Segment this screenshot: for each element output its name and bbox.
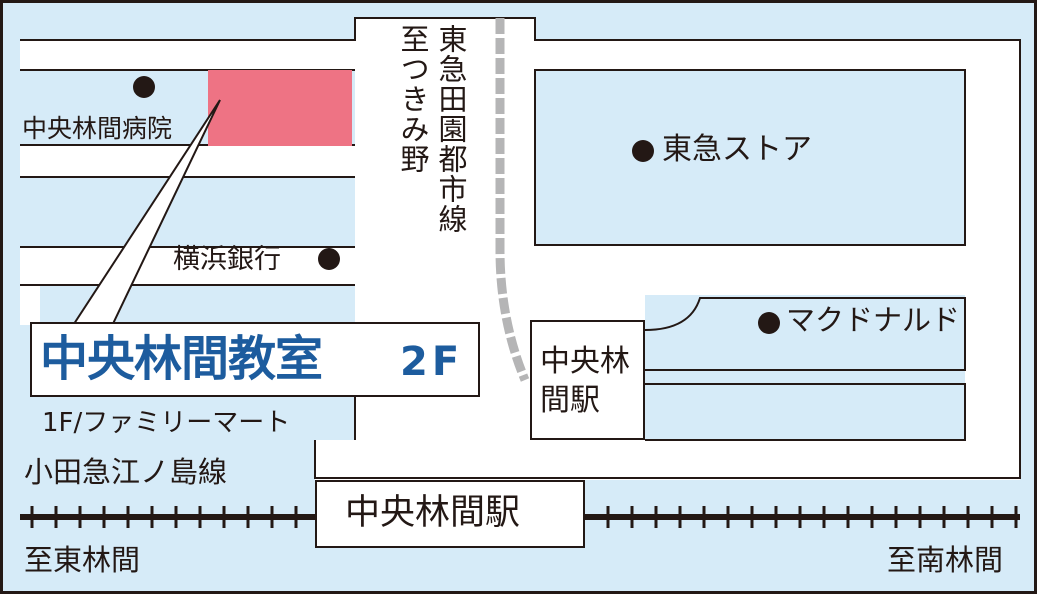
classroom-building [208,70,352,146]
block-outline-top-edge [20,17,1021,479]
hospital-label: 中央林間病院 [22,114,173,143]
store-marker-icon [632,140,654,162]
tokyu-direction-label: 至つきみ野 [396,24,430,174]
tokyu-station-box [530,320,645,440]
tokyu-station-label: 中央林間駅 [540,344,630,418]
road-vertical-main [355,18,535,505]
block-outline-mcdonalds [644,297,966,371]
mcdonalds-marker-icon [758,312,780,334]
road-center-horizontal [535,245,1020,295]
classroom-callout-box [30,322,480,397]
classroom-ground-floor: 1F/ファミリーマート [42,408,291,438]
odakyu-station-label: 中央林間駅 [345,493,521,533]
hospital-marker-icon [133,76,155,98]
odakyu-line-ties [30,506,1018,528]
odakyu-station-box [315,480,585,548]
road-left-strip [20,285,40,325]
tokyu-line-track [495,18,530,382]
bank-marker-icon [318,248,340,270]
direction-west-label: 至東林間 [24,543,141,577]
direction-east-label: 至南林間 [887,543,1004,577]
roads [20,18,1020,505]
classroom-name: 中央林間教室 [40,331,323,387]
store-label: 東急ストア [662,132,812,167]
bank-label: 横浜銀行 [173,244,281,275]
odakyu-line-label: 小田急江ノ島線 [24,455,228,489]
road-lower-mid [20,247,355,285]
mcdonalds-label: マクドナルド [786,303,961,337]
block-outline-lower-right [645,383,966,441]
classroom-floor: 2F [400,339,464,385]
tokyu-line-label: 東急田園都市線 [434,24,468,234]
road-outlines [20,17,1021,479]
block-outline-top-left [20,69,355,286]
block-outline-store [534,69,966,246]
road-bottom [315,440,1020,480]
